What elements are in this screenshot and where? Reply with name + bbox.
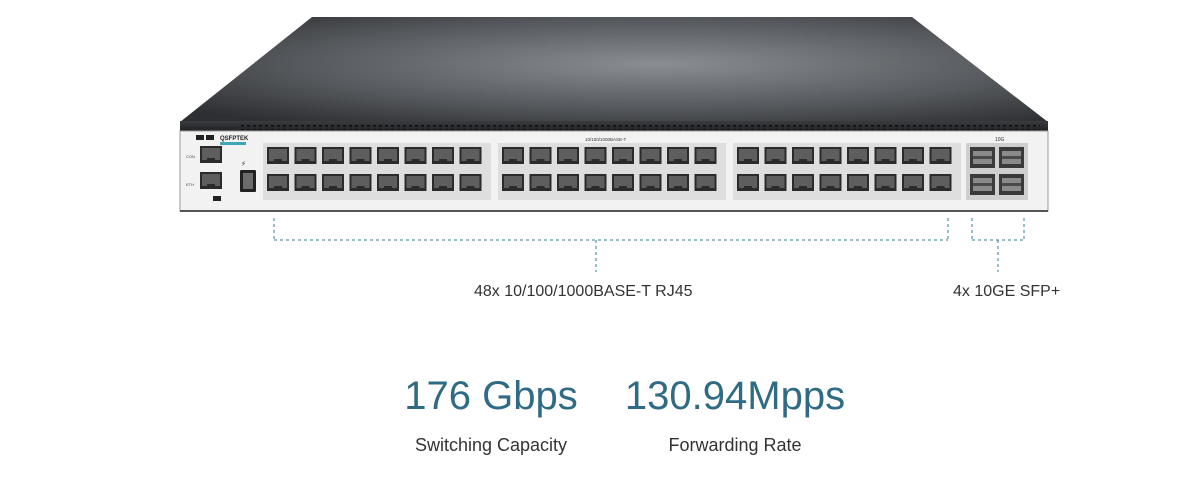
svg-text:⚡: ⚡ [241, 160, 246, 168]
rj45-port-array [263, 143, 961, 200]
panel-port-type-label: 10/100/1000BASE-T [585, 137, 627, 142]
sfp-callout-bracket [971, 218, 1025, 272]
sfp-port-array [966, 143, 1028, 200]
brand-logo: QSFPTEK [220, 136, 249, 142]
eth-label: ETH [186, 182, 194, 187]
rj45-callout-bracket [273, 218, 949, 272]
console-label: CON [186, 154, 195, 159]
sfp-callout-label: 4x 10GE SFP+ [953, 283, 1061, 300]
forwarding-rate-value: 130.94Mpps [624, 374, 846, 418]
switching-capacity-value: 176 Gbps [404, 374, 578, 418]
switching-capacity-caption: Switching Capacity [414, 435, 568, 455]
chassis-top [180, 17, 1048, 122]
vent-holes [240, 123, 1040, 130]
forwarding-rate-caption: Forwarding Rate [668, 435, 802, 455]
rj45-callout-label: 48x 10/100/1000BASE-T RJ45 [474, 283, 693, 300]
led-block-icon [196, 135, 204, 140]
management-ports [200, 146, 222, 189]
sfp-group-label: 10G [995, 137, 1005, 143]
